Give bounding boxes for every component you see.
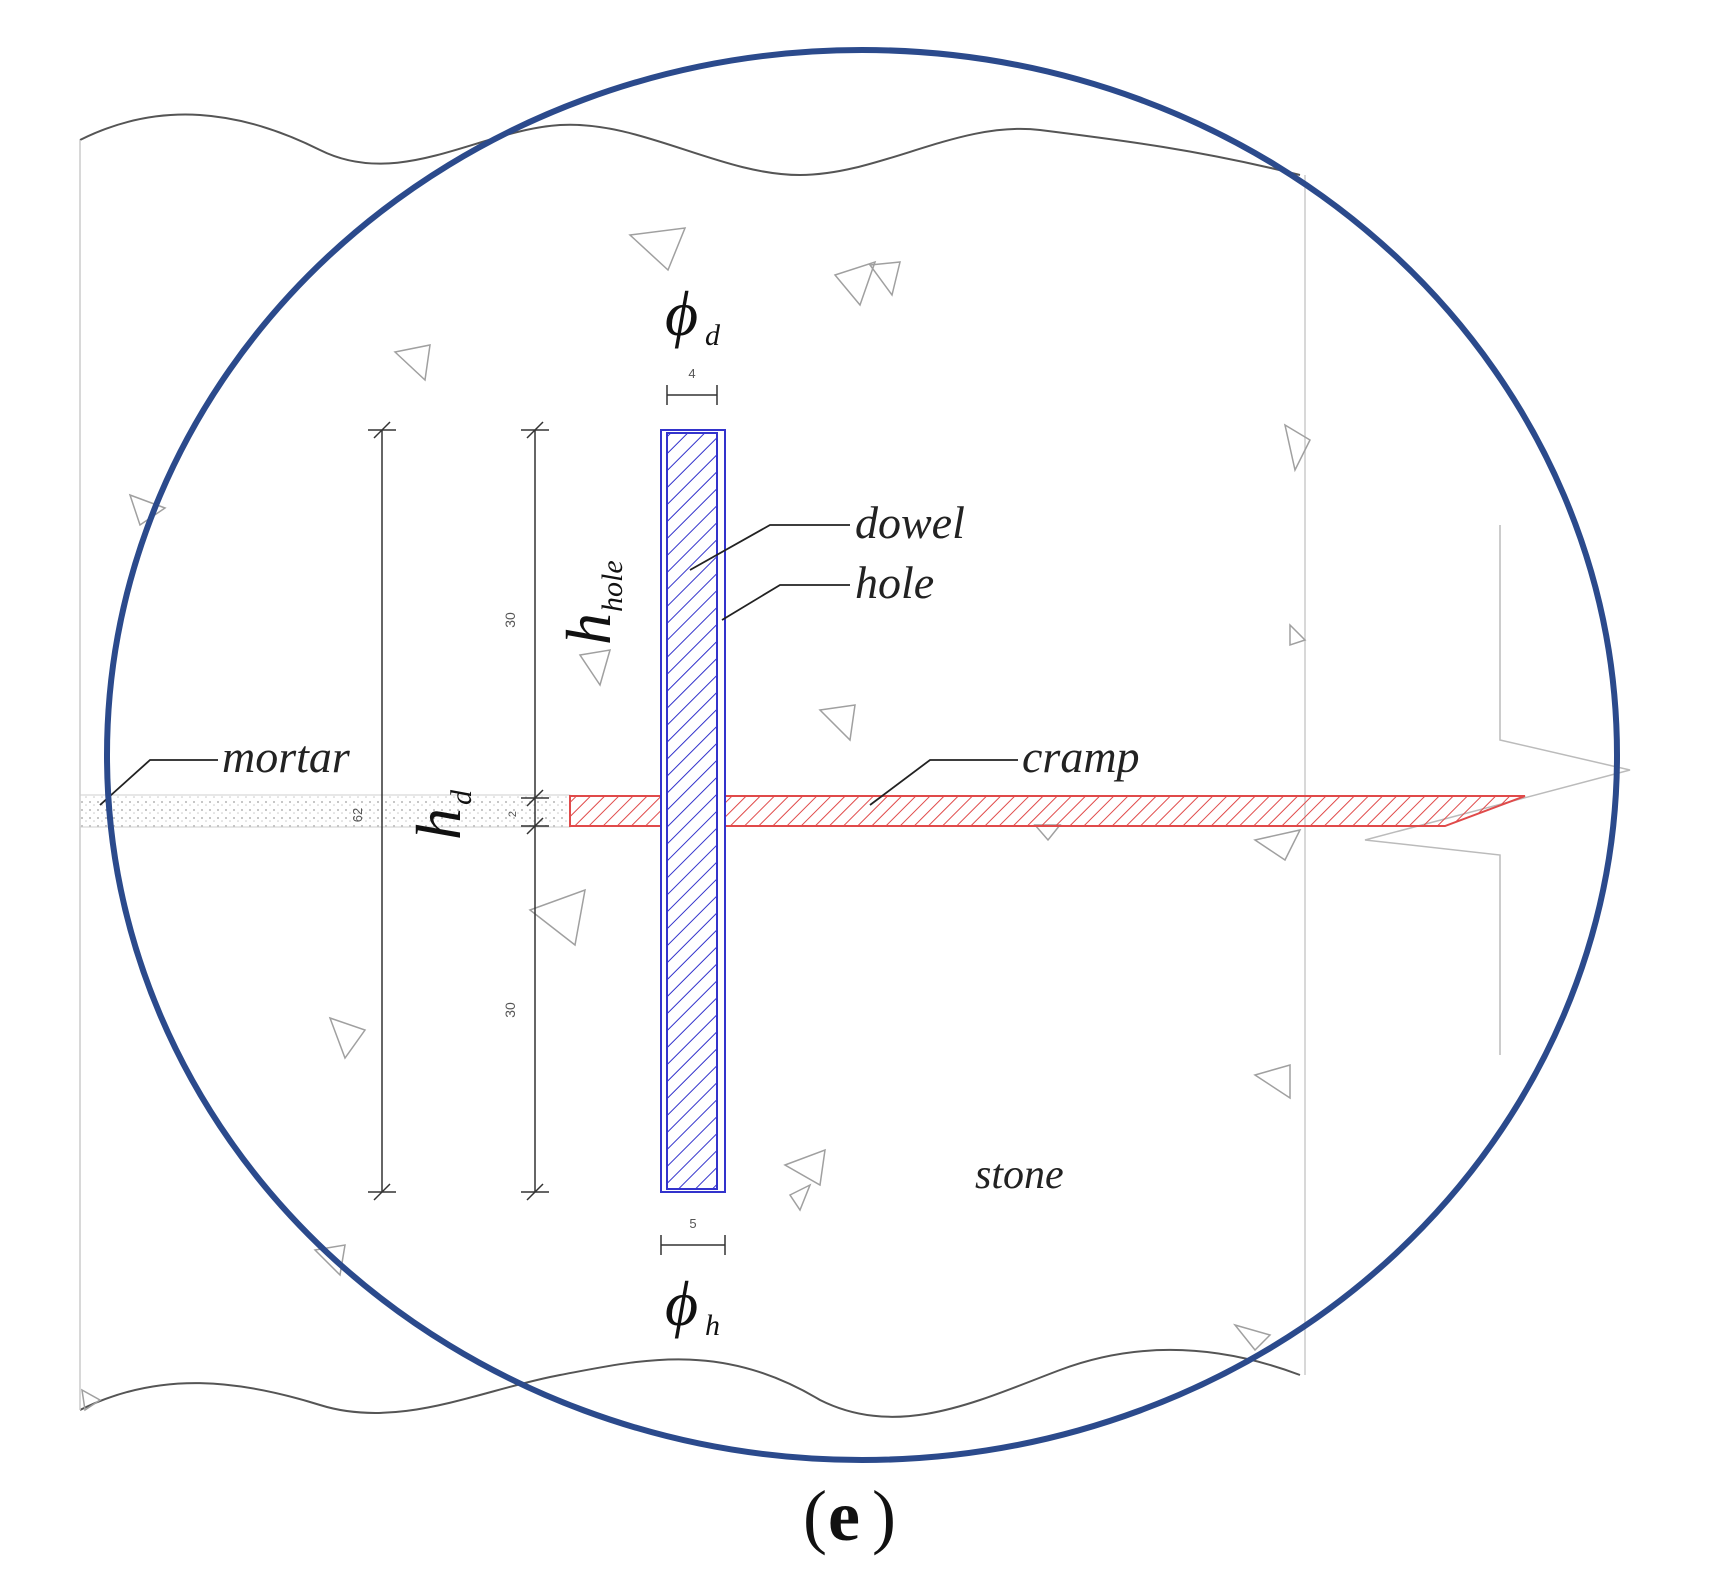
svg-text:ϕ: ϕ (665, 1268, 698, 1339)
dimension-total-dowel-length (368, 421, 396, 1201)
dowel (666, 432, 718, 1190)
lower-hole-depth-value: 30 (502, 1002, 518, 1018)
dowel-width-value: 4 (688, 366, 695, 381)
svg-text:hole: hole (596, 560, 629, 612)
svg-text:(: ( (803, 1476, 827, 1556)
h-hole-symbol: h hole (553, 560, 629, 645)
svg-text:d: d (705, 319, 721, 352)
h-d-symbol: h d (403, 789, 478, 840)
phi-d-symbol: ϕ d (665, 278, 721, 352)
svg-text:): ) (872, 1476, 896, 1556)
stone-label: stone (975, 1152, 1064, 1198)
leader-lines (99, 524, 1018, 806)
joint-thickness-value: 2 (507, 811, 519, 817)
cramp-label: cramp (1022, 731, 1140, 782)
stone-top-break-line (79, 113, 1301, 177)
total-dowel-length-value: 62 (350, 808, 365, 822)
stone-texture (81, 227, 1311, 1412)
upper-hole-depth-value: 30 (502, 612, 518, 628)
hole-width-value: 5 (689, 1216, 696, 1231)
cramp-bar (569, 795, 1526, 827)
svg-text:ϕ: ϕ (665, 278, 698, 349)
dimension-dowel-width (666, 385, 718, 405)
mortar-joint (79, 794, 571, 828)
mortar-label: mortar (222, 731, 351, 782)
svg-text:h: h (403, 808, 474, 840)
break-symbol (1364, 525, 1631, 1055)
stone-bottom-break-line (79, 1348, 1301, 1418)
svg-text:e: e (828, 1476, 860, 1556)
svg-text:h: h (553, 613, 624, 645)
svg-text:h: h (705, 1309, 720, 1342)
dimension-hole-depths (521, 421, 549, 1201)
dowel-label: dowel (855, 497, 965, 548)
detail-circle (104, 47, 1620, 1463)
hole-label: hole (855, 557, 934, 608)
figure-caption: ( e ) (803, 1476, 896, 1556)
phi-h-symbol: ϕ h (665, 1268, 720, 1342)
dimension-hole-width (660, 1235, 726, 1255)
svg-text:d: d (445, 789, 478, 805)
